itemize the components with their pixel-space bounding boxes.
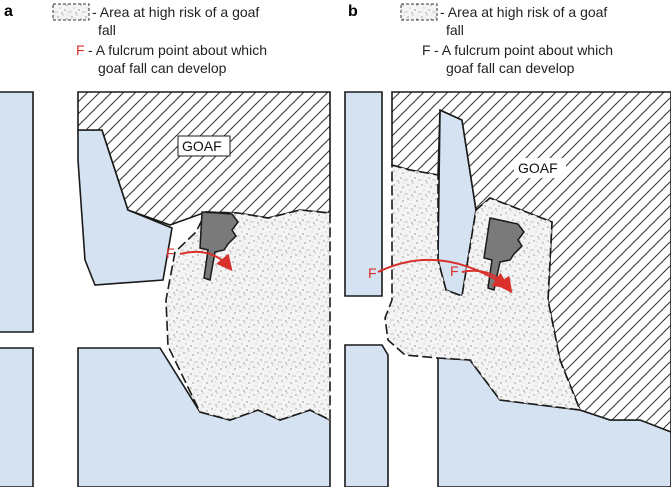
shield-support <box>199 211 239 281</box>
pillar-left-bottom <box>0 347 34 487</box>
coal-pillars <box>0 91 331 487</box>
fulcrum-arrow-large <box>377 258 510 289</box>
shield-support <box>483 217 525 291</box>
fulcrum-label-small: F <box>450 263 459 279</box>
fulcrum-label-large: F <box>368 265 377 281</box>
fulcrum-arrow-small <box>461 269 513 294</box>
risk-area <box>165 209 331 422</box>
panel-a: a - Area at high risk of a goaf fall F -… <box>0 3 331 487</box>
panel-b: b - Area at high risk of a goaf fall F -… <box>344 3 671 487</box>
legend-swatch <box>52 3 90 21</box>
pillar-left-bottom <box>344 344 389 487</box>
risk-area <box>384 163 582 411</box>
legend-swatch <box>400 3 438 21</box>
legend: - Area at high risk of a goaf fall F - A… <box>52 3 267 76</box>
legend-risk-line2: fall <box>98 22 116 38</box>
fulcrum-arrow <box>179 250 233 272</box>
goaf-label-box <box>514 158 566 178</box>
goaf-label-box <box>177 135 231 157</box>
panel-letter: b <box>348 3 358 20</box>
legend-fulcrum-line1: - A fulcrum point about which <box>434 42 613 58</box>
goaf-label: GOAF <box>518 160 558 176</box>
legend-fulcrum-line2: goaf fall can develop <box>446 60 575 76</box>
legend-risk-line1: - Area at high risk of a goaf <box>92 4 259 20</box>
coal-pillars <box>344 91 671 487</box>
legend-fulcrum-line2: goaf fall can develop <box>98 60 227 76</box>
goaf-label: GOAF <box>182 138 222 154</box>
pillar-left-top <box>0 91 34 333</box>
pillar-left-top <box>344 91 383 297</box>
panel-letter: a <box>4 3 13 20</box>
legend-risk-line2: fall <box>446 22 464 38</box>
fulcrum-label: F <box>166 245 175 261</box>
legend-fulcrum-key: F <box>76 42 85 58</box>
legend-risk-line1: - Area at high risk of a goaf <box>440 4 607 20</box>
legend: - Area at high risk of a goaf fall F - A… <box>400 3 613 76</box>
legend-fulcrum-key: F <box>422 42 431 58</box>
legend-fulcrum-line1: - A fulcrum point about which <box>88 42 267 58</box>
